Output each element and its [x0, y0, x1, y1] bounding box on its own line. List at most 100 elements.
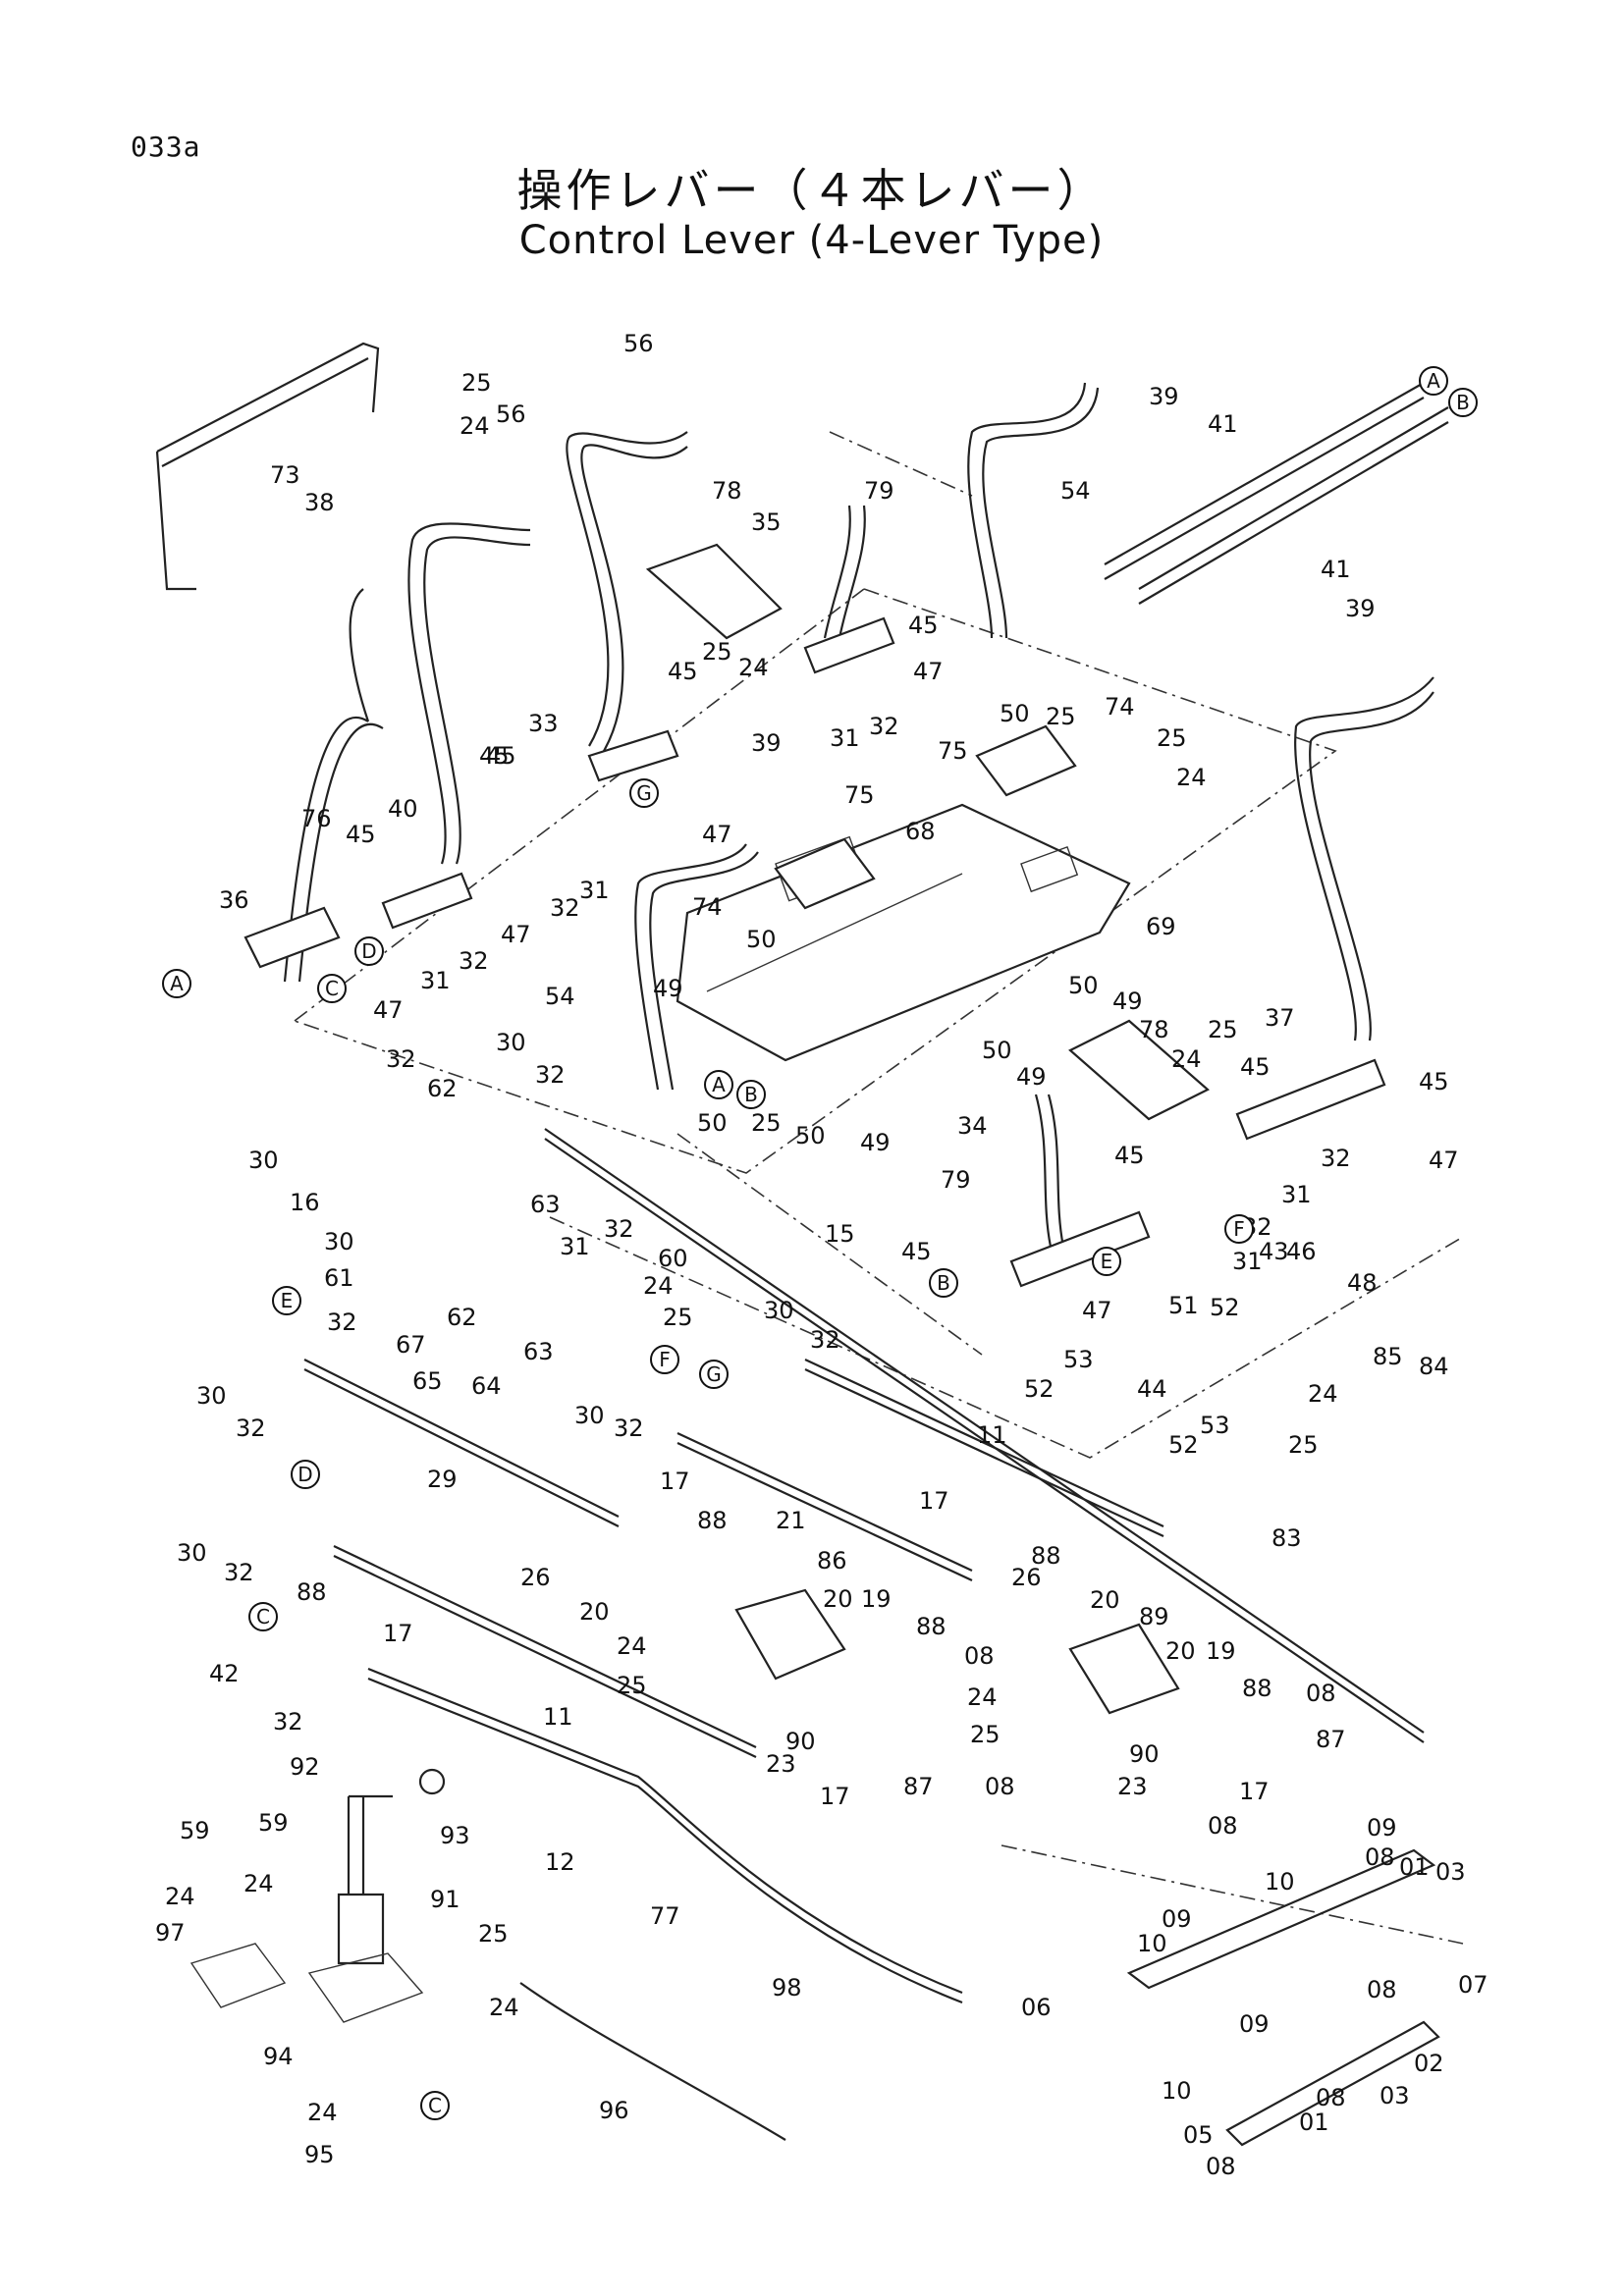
callout: 08 — [1206, 2153, 1236, 2180]
callout: 03 — [1435, 1858, 1466, 1886]
callout: 24 — [165, 1883, 195, 1910]
callout: 47 — [1429, 1147, 1459, 1174]
callout: 23 — [766, 1750, 796, 1778]
callout: 24 — [1171, 1045, 1202, 1073]
callout: 47 — [1082, 1297, 1112, 1324]
callout: 32 — [535, 1061, 566, 1089]
callout: 24 — [243, 1870, 274, 1897]
callout: 08 — [1316, 2084, 1346, 2111]
callout: 33 — [528, 710, 559, 737]
callout: 45 — [1419, 1068, 1449, 1095]
callout: 45 — [908, 612, 939, 639]
callout: 31 — [1281, 1181, 1312, 1208]
callout: 25 — [1288, 1431, 1319, 1459]
callout: 62 — [427, 1075, 458, 1102]
svg-text:A: A — [1427, 369, 1440, 393]
lever-54-front — [634, 843, 759, 1091]
callout: 07 — [1458, 1971, 1488, 1999]
callout: 83 — [1271, 1524, 1302, 1552]
callout: 35 — [751, 508, 782, 536]
svg-text:F: F — [659, 1348, 671, 1371]
callout: 78 — [712, 477, 742, 505]
callout: 98 — [772, 1974, 802, 2002]
callout: 40 — [388, 795, 418, 823]
callout: 25 — [461, 369, 492, 397]
callout: 53 — [1200, 1412, 1230, 1439]
callout: 30 — [196, 1382, 227, 1410]
callout: 23 — [1117, 1773, 1148, 1800]
reference-marker: B — [1448, 388, 1478, 417]
callout: 31 — [830, 724, 860, 752]
reference-marker: F — [650, 1345, 679, 1374]
callout: 39 — [1345, 595, 1376, 622]
callout: 95 — [304, 2141, 335, 2168]
lever-54-rear — [967, 382, 1100, 639]
callout: 60 — [658, 1245, 688, 1272]
callout: 25 — [663, 1304, 693, 1331]
callout: 32 — [604, 1215, 634, 1243]
svg-text:G: G — [636, 781, 652, 805]
callout: 93 — [440, 1822, 470, 1849]
callout: 08 — [985, 1773, 1015, 1800]
callout: 32 — [224, 1559, 254, 1586]
callout: 24 — [307, 2099, 338, 2126]
callout: 67 — [396, 1331, 426, 1359]
callout: 10 — [1265, 1868, 1295, 1896]
callout: 25 — [970, 1721, 1001, 1748]
reference-marker: E — [1092, 1247, 1121, 1276]
callout: 08 — [1208, 1812, 1238, 1840]
callout: 34 — [957, 1112, 988, 1140]
callout: 32 — [236, 1415, 266, 1442]
lever-36 — [243, 588, 384, 983]
reference-marker: D — [354, 936, 384, 966]
callout: 78 — [1139, 1016, 1169, 1043]
callout: 47 — [702, 821, 732, 848]
lever-92-base-91 — [189, 1768, 446, 2023]
callout: 47 — [373, 996, 404, 1024]
reference-marker: G — [699, 1360, 729, 1389]
callout: 46 — [1286, 1238, 1317, 1265]
callout: 08 — [964, 1642, 995, 1670]
svg-text:D: D — [298, 1463, 312, 1486]
svg-text:B: B — [744, 1083, 758, 1106]
callout: 17 — [919, 1487, 949, 1515]
svg-text:G: G — [706, 1362, 722, 1386]
callout: 17 — [383, 1620, 413, 1647]
reference-marker: F — [1224, 1214, 1254, 1244]
callouts: 25 24 56 56 73 38 78 79 35 39 54 41 41 3… — [155, 330, 1488, 2180]
callout: 53 — [1063, 1346, 1094, 1373]
callout: 32 — [273, 1708, 303, 1735]
callout: 25 — [1208, 1016, 1238, 1043]
callout: 47 — [501, 921, 531, 948]
callout: 50 — [1068, 972, 1099, 999]
callout: 31 — [420, 967, 451, 994]
callout: 49 — [860, 1129, 891, 1156]
callout: 87 — [903, 1773, 934, 1800]
callout: 45 — [901, 1238, 932, 1265]
lever-40 — [381, 522, 531, 930]
callout: 01 — [1399, 1853, 1430, 1881]
callout: 54 — [545, 983, 575, 1010]
title-japanese: 操作レバー（４本レバー） — [516, 164, 1107, 217]
callout: 63 — [523, 1338, 554, 1365]
callout: 32 — [869, 713, 899, 740]
callout: 74 — [692, 893, 723, 921]
reference-marker: E — [272, 1286, 301, 1315]
callout: 30 — [574, 1402, 605, 1429]
callout: 88 — [297, 1578, 327, 1606]
callout: 79 — [941, 1166, 971, 1194]
reference-marker: A — [162, 969, 191, 998]
callout: 88 — [916, 1613, 947, 1640]
callout: 29 — [427, 1466, 458, 1493]
base-plate-68 — [676, 803, 1131, 1062]
callout: 56 — [623, 330, 654, 357]
callout: 96 — [599, 2097, 629, 2124]
callout: 97 — [155, 1919, 186, 1947]
svg-text:F: F — [1233, 1217, 1245, 1241]
callout: 32 — [327, 1308, 357, 1336]
callout: 41 — [1321, 556, 1351, 583]
lever-37 — [1235, 676, 1434, 1141]
callout: 77 — [650, 1902, 680, 1930]
callout: 50 — [697, 1109, 728, 1137]
